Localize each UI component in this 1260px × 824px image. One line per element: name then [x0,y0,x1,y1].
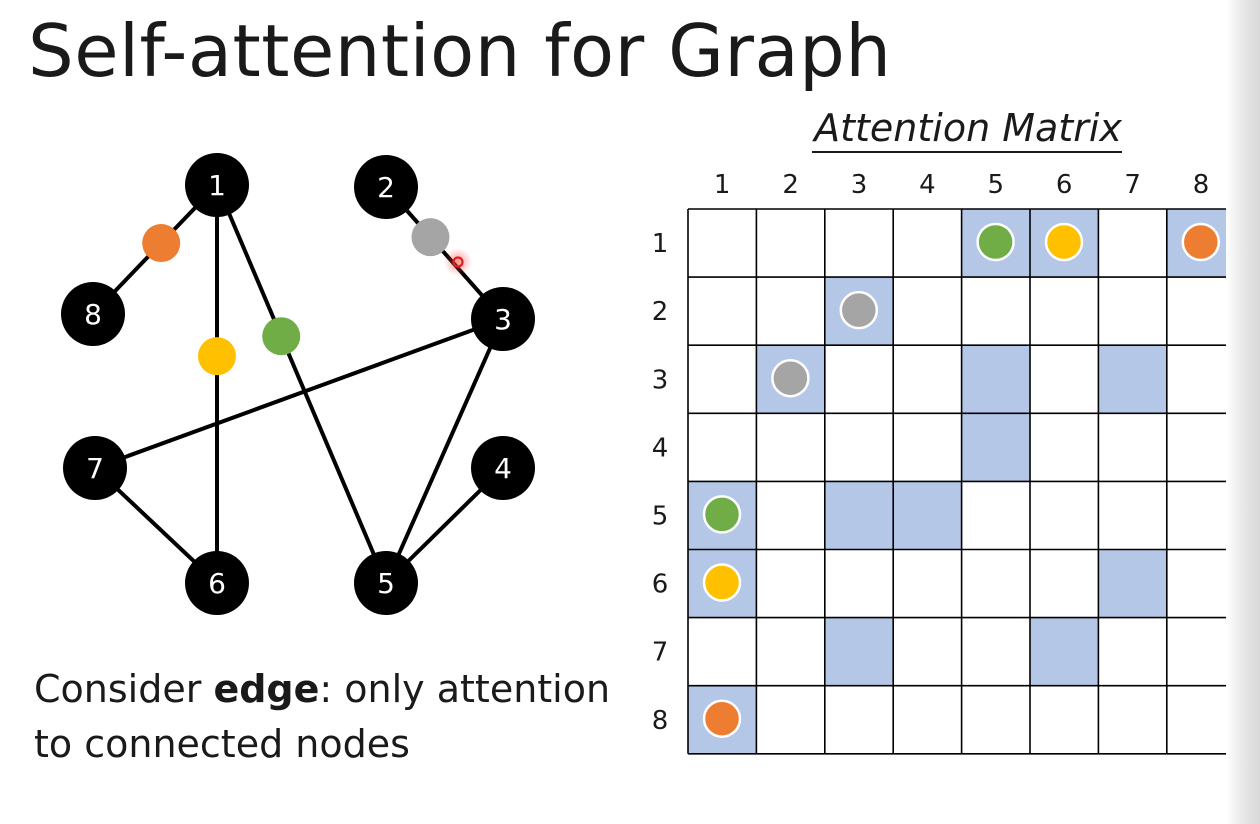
slide-title: Self-attention for Graph [28,9,892,93]
slide-edge-shadow [1226,0,1260,824]
matrix-cell-highlight-r5-c3 [824,481,894,550]
matrix-row-label-4: 4 [652,433,669,463]
matrix-cell-highlight-r6-c7 [1098,549,1167,618]
graph-node-label-3: 3 [494,303,512,336]
edge-3-7 [94,317,504,470]
graph-node-5 [354,551,418,615]
matrix-col-label-7: 7 [1124,170,1141,200]
edge-3-5 [384,318,505,584]
matrix-marker-r2-c3 [839,290,879,330]
graph-node-2 [354,155,418,219]
matrix-col-label-8: 8 [1193,170,1210,200]
graph-node-3 [471,287,535,351]
attention-matrix: Attention Matrix 1 2 3 4 5 6 7 8 1 2 3 4 5 6 7 8 [652,106,1236,755]
edge-marker-1-8 [142,224,181,263]
matrix-marker-r5-c1 [702,495,742,534]
matrix-row-label-1: 1 [652,229,669,259]
matrix-marker-r1-c6 [1044,222,1084,262]
matrix-title: Attention Matrix [811,106,1122,150]
caption-line1-suffix: : only attention [319,667,611,711]
edge-marker-1-6 [198,337,236,376]
matrix-col-label-2: 2 [782,170,799,200]
caption-bold-edge: edge [213,667,320,711]
matrix-col-label-3: 3 [851,170,868,200]
matrix-marker-r1-c5 [976,222,1015,262]
matrix-row-label-2: 2 [652,297,669,327]
graph-node-label-1: 1 [208,169,226,202]
caption-text: Consider edge: only attention to connect… [34,662,610,772]
graph-node-label-8: 8 [84,298,102,331]
matrix-cell-highlight-r4-c5 [961,413,1030,482]
matrix-cell-highlight-r3-c7 [1098,345,1167,414]
matrix-marker-r6-c1 [702,563,742,602]
graph-node-4 [471,436,535,500]
matrix-row-label-6: 6 [652,570,669,600]
caption-line1-prefix: Consider [34,667,214,711]
matrix-col-label-1: 1 [714,170,731,200]
matrix-col-label-6: 6 [1056,170,1073,200]
matrix-row-label-7: 7 [652,638,669,668]
graph-node-label-6: 6 [208,567,226,600]
matrix-cell-highlight-r7-c6 [1030,617,1099,686]
matrix-col-label-5: 5 [988,170,1005,200]
graph-node-6 [185,551,249,615]
graph-node-label-5: 5 [377,567,395,600]
matrix-row-label-3: 3 [652,365,669,395]
edge-marker-1-5 [262,317,301,356]
graph-node-label-7: 7 [86,452,104,485]
edge-1-5 [215,184,388,584]
matrix-col-label-4: 4 [919,170,936,200]
edge-marker-2-3 [411,218,450,257]
graph-node-8 [61,282,125,346]
caption-line2: to connected nodes [34,722,410,766]
matrix-marker-r1-c8 [1181,222,1221,262]
pointer-cursor [444,248,472,276]
matrix-row-label-5: 5 [652,501,669,531]
graph-node-1 [185,153,249,217]
graph-node-7 [63,436,127,500]
matrix-marker-r3-c2 [771,358,810,398]
matrix-row-label-8: 8 [652,706,669,736]
matrix-cell-highlight-r7-c3 [824,617,894,686]
matrix-cell-highlight-r3-c5 [961,345,1030,414]
graph-diagram: 1 2 3 4 5 6 7 8 [61,153,535,615]
graph-node-label-2: 2 [377,171,395,204]
graph-node-label-4: 4 [494,452,512,485]
matrix-cell-highlight-r5-c4 [893,481,962,550]
matrix-marker-r8-c1 [702,699,742,738]
